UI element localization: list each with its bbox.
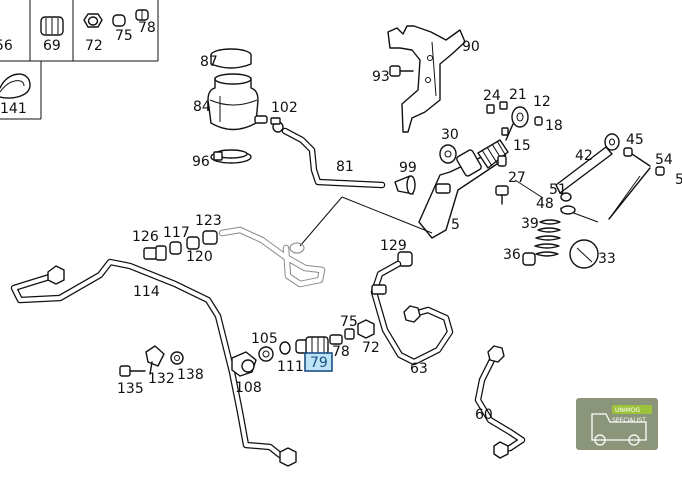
callout-75b[interactable]: 75 — [340, 314, 358, 330]
bracket-plate-part[interactable] — [569, 239, 599, 269]
callout-18[interactable]: 18 — [545, 118, 563, 134]
banjo-fitting-part[interactable] — [231, 351, 257, 377]
callout-123[interactable]: 123 — [195, 213, 222, 229]
reservoir-cap-part[interactable] — [210, 48, 252, 69]
brake-pipe-114[interactable] — [10, 258, 297, 467]
callout-36[interactable]: 36 — [503, 247, 521, 263]
callout-24[interactable]: 24 — [483, 88, 501, 104]
callout-111[interactable]: 111 — [277, 359, 304, 375]
callout-30[interactable]: 30 — [441, 127, 459, 143]
callout-39[interactable]: 39 — [521, 216, 539, 232]
callout-108[interactable]: 108 — [235, 380, 262, 396]
callout-63[interactable]: 63 — [410, 361, 428, 377]
bellows-boot-part[interactable] — [40, 16, 64, 36]
sensor-part[interactable] — [522, 252, 536, 266]
selected-callout-79[interactable]: 79 — [304, 352, 333, 372]
brake-pipe-60[interactable] — [474, 345, 526, 459]
clip-bolt-part[interactable] — [119, 365, 146, 377]
fluid-reservoir-part[interactable] — [207, 73, 268, 131]
callout-135[interactable]: 135 — [117, 381, 144, 397]
olive-part[interactable] — [135, 9, 149, 21]
logo-line1: UNIMOG — [615, 407, 641, 414]
master-cylinder-part[interactable] — [418, 139, 509, 239]
callout-78b[interactable]: 78 — [332, 344, 350, 360]
ghost-pipe-assembly — [218, 226, 326, 288]
washer-part[interactable] — [170, 351, 184, 365]
callout-114[interactable]: 114 — [133, 284, 160, 300]
hose-fitting-part[interactable] — [270, 117, 284, 133]
callout-81[interactable]: 81 — [336, 159, 354, 175]
callout-27[interactable]: 27 — [508, 170, 526, 186]
callout-138[interactable]: 138 — [177, 367, 204, 383]
selected-callout-box[interactable] — [304, 352, 333, 372]
ferrule-part[interactable] — [112, 14, 126, 27]
pedal-rod-part[interactable] — [555, 133, 651, 220]
pipe-union-part[interactable] — [397, 251, 413, 267]
pushrod-clevis-part[interactable] — [486, 101, 543, 141]
pivot-pin-part[interactable] — [623, 147, 665, 176]
mounting-bracket-part[interactable] — [387, 25, 466, 133]
callout-56[interactable]: 56 — [0, 38, 13, 54]
callout-54[interactable]: 54 — [655, 152, 673, 168]
callout-126[interactable]: 126 — [132, 229, 159, 245]
callout-12[interactable]: 12 — [533, 94, 551, 110]
logo-line2: SPECIALIST — [612, 417, 646, 424]
callout-90[interactable]: 90 — [462, 39, 480, 55]
callout-78[interactable]: 78 — [138, 20, 156, 36]
return-spring-part[interactable] — [534, 219, 561, 257]
callout-72b[interactable]: 72 — [362, 340, 380, 356]
spring-seat-part[interactable] — [560, 192, 576, 215]
callout-102[interactable]: 102 — [271, 100, 298, 116]
selected-callout-label[interactable]: 79 — [310, 355, 328, 371]
callout-87[interactable]: 87 — [200, 54, 218, 70]
brake-pipe-63[interactable] — [370, 260, 454, 366]
pipe-clip-part[interactable] — [145, 345, 165, 375]
callout-5[interactable]: 5 — [451, 217, 460, 233]
callout-60[interactable]: 60 — [475, 407, 493, 423]
callout-105[interactable]: 105 — [251, 331, 278, 347]
union-nut-part[interactable] — [83, 13, 103, 28]
callout-84[interactable]: 84 — [193, 99, 211, 115]
lower-fittings[interactable] — [258, 319, 375, 362]
callout-33[interactable]: 33 — [598, 251, 616, 267]
clamp-part[interactable] — [0, 73, 31, 99]
callout-75[interactable]: 75 — [115, 28, 133, 44]
watermark-logo: UNIMOG SPECIALIST — [576, 398, 658, 450]
callout-93[interactable]: 93 — [372, 69, 390, 85]
return-hose-part[interactable] — [281, 127, 386, 189]
thumbnail-frames — [0, 0, 159, 120]
callout-132[interactable]: 132 — [148, 371, 175, 387]
grommet-part[interactable] — [394, 175, 416, 195]
callout-99[interactable]: 99 — [399, 160, 417, 176]
hose-clamp-part[interactable] — [210, 149, 252, 164]
callout-48[interactable]: 48 — [536, 196, 554, 212]
callout-129[interactable]: 129 — [380, 238, 407, 254]
callout-117[interactable]: 117 — [163, 225, 190, 241]
pipe-fittings-row[interactable] — [143, 230, 218, 261]
callout-42[interactable]: 42 — [575, 148, 593, 164]
callout-labels: 56 69 72 75 78 141 87 84 102 96 81 99 90… — [0, 20, 682, 423]
callout-51[interactable]: 51 — [549, 182, 567, 198]
callout-72[interactable]: 72 — [85, 38, 103, 54]
callout-21[interactable]: 21 — [509, 87, 527, 103]
reservoir-bushing-part[interactable] — [439, 144, 457, 164]
callout-45[interactable]: 45 — [626, 132, 644, 148]
callout-5b[interactable]: 5 — [675, 172, 682, 188]
callout-120[interactable]: 120 — [186, 249, 213, 265]
callout-96[interactable]: 96 — [192, 154, 210, 170]
bleed-screw-part[interactable] — [495, 185, 509, 205]
callout-141[interactable]: 141 — [0, 101, 27, 117]
callout-69[interactable]: 69 — [43, 38, 61, 54]
callout-15[interactable]: 15 — [513, 138, 531, 154]
mounting-bolt-part[interactable] — [389, 65, 414, 77]
